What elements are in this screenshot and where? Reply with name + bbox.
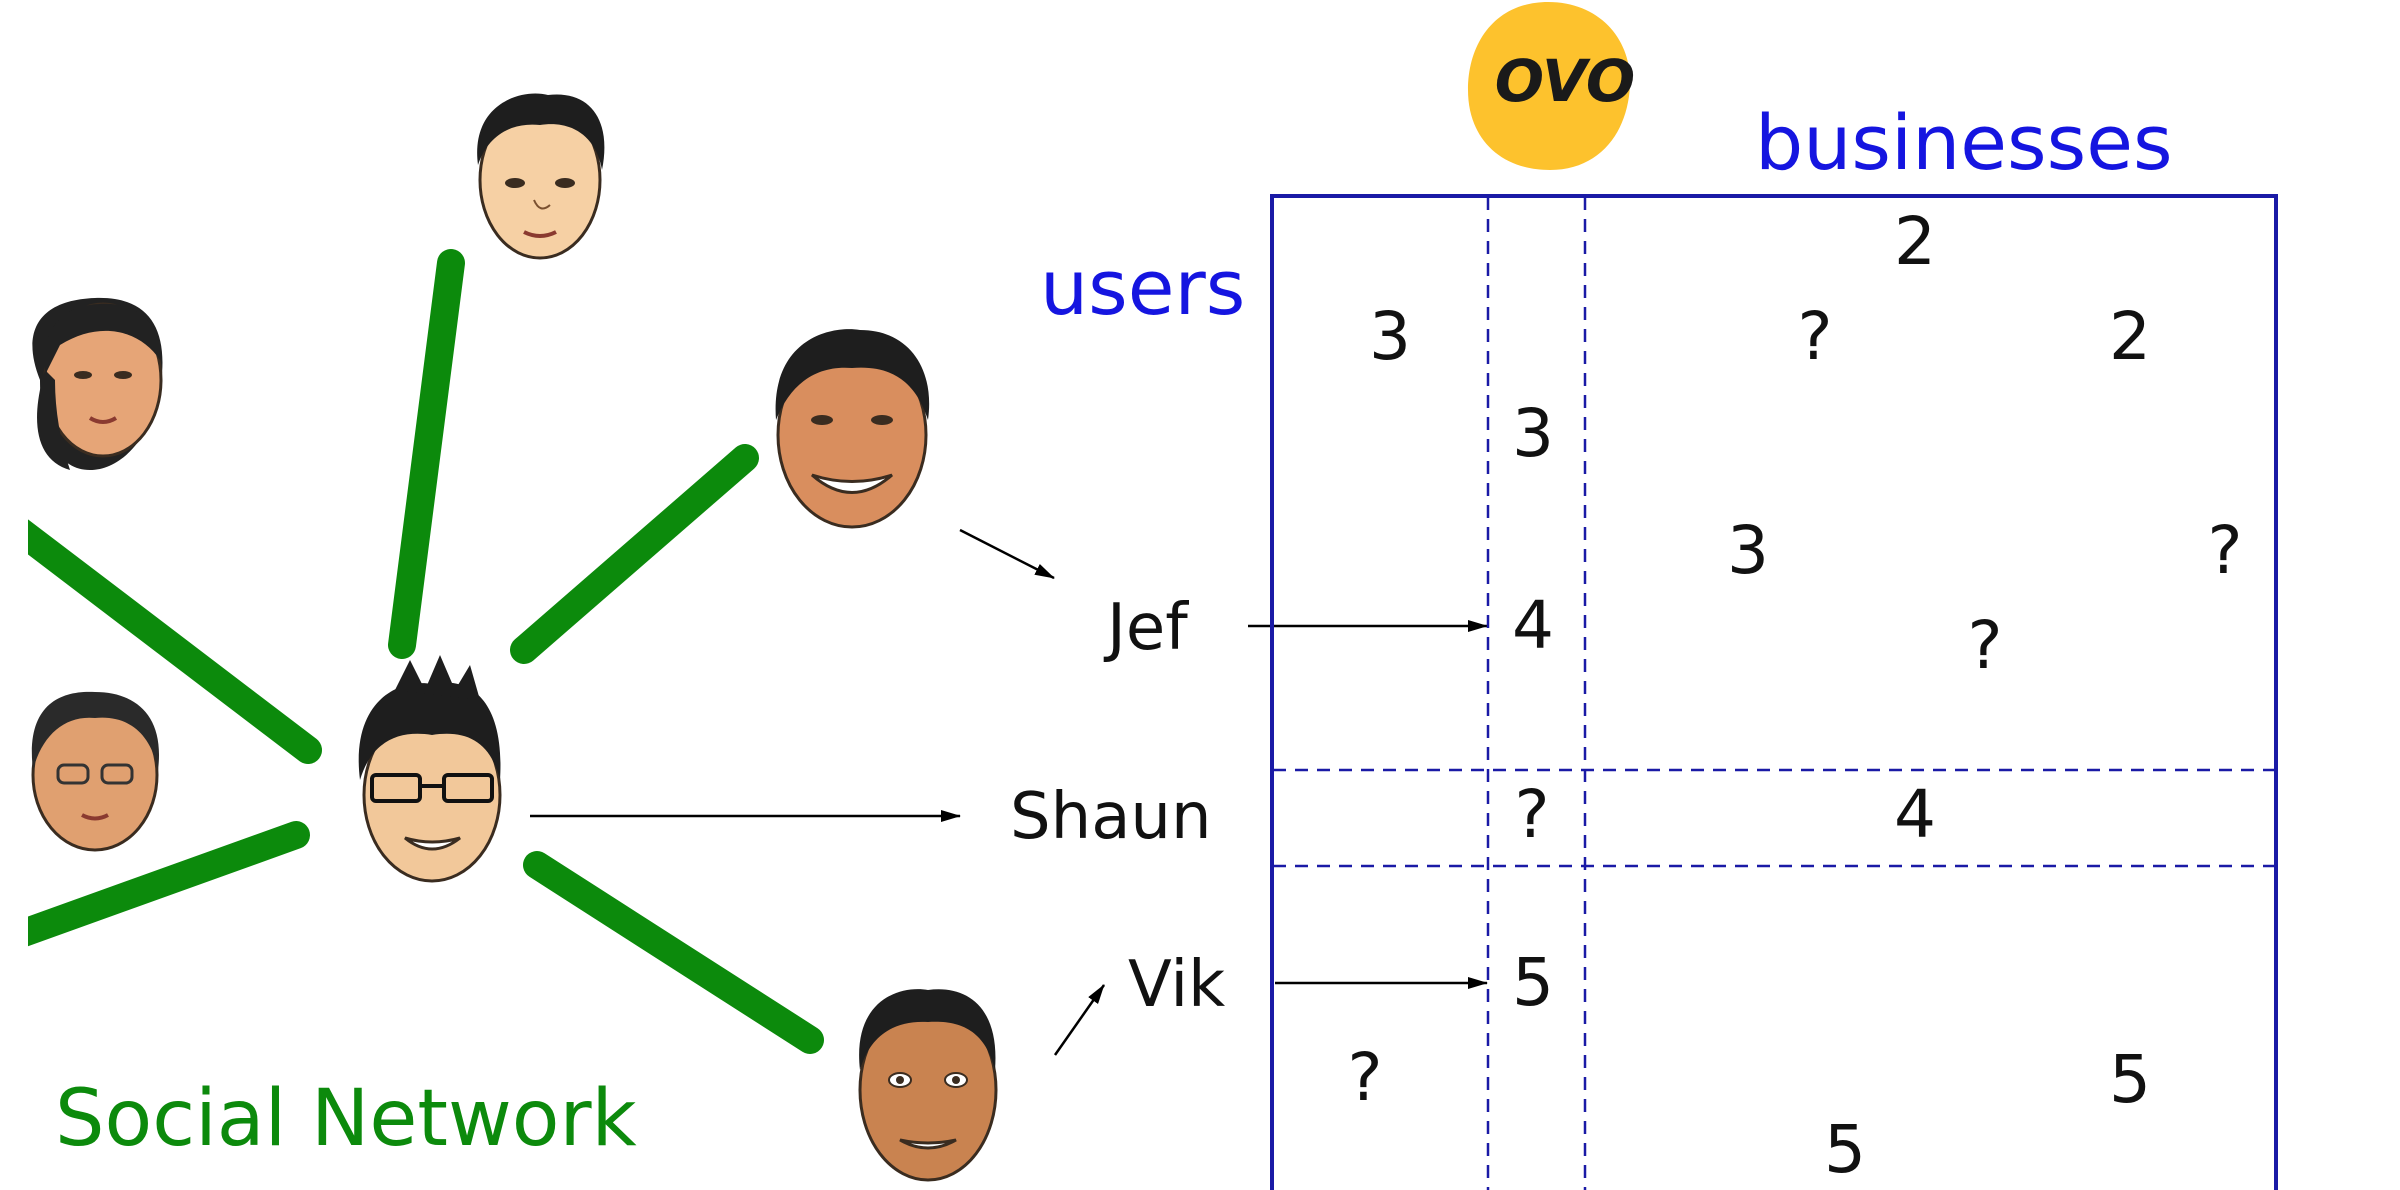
matrix-cell: 4 <box>1512 587 1554 664</box>
arrow-bottom-face-to-vik <box>1053 984 1106 1056</box>
users-label: users <box>1040 243 1246 332</box>
network-edges <box>28 249 824 1054</box>
arrows <box>530 528 1488 1056</box>
matrix-cell: ? <box>2207 512 2243 589</box>
matrix-cell: 3 <box>1369 298 1411 375</box>
matrix-cell: 5 <box>1512 944 1554 1021</box>
logo-blob <box>1468 2 1631 170</box>
face-right-smiling-icon <box>775 329 930 529</box>
arrow-right-face-to-jef <box>959 528 1055 580</box>
matrix-frame <box>1270 194 2278 1190</box>
matrix-cell: ? <box>1347 1039 1383 1116</box>
matrix-cell: 2 <box>2109 298 2151 375</box>
ovo-logo: OVO <box>1494 47 1636 115</box>
matrix-cell: ? <box>1967 607 2003 684</box>
user-name-vik: Vik <box>1128 948 1226 1022</box>
matrix-cell: 5 <box>2109 1041 2151 1118</box>
matrix-cell: ? <box>1514 776 1550 853</box>
matrix-cell: 5 <box>1824 1111 1866 1188</box>
matrix-cell: ? <box>1797 298 1833 375</box>
edge-center-to-lower-left <box>28 821 310 947</box>
edge-center-to-bottom-right <box>523 851 824 1054</box>
social-network-label: Social Network <box>55 1074 637 1164</box>
face-left-woman-glasses-icon <box>31 691 160 852</box>
edge-center-to-top <box>388 249 465 659</box>
user-name-shaun: Shaun <box>1010 780 1212 854</box>
matrix-cell: 2 <box>1894 203 1936 280</box>
matrix-cell: 3 <box>1512 395 1554 472</box>
face-top-icon <box>477 93 605 260</box>
matrix-cell: 4 <box>1894 776 1936 853</box>
face-bottom-right-icon <box>858 989 998 1182</box>
face-upper-left-woman-icon <box>32 297 163 470</box>
edge-center-to-right <box>510 444 759 664</box>
businesses-label: businesses <box>1755 98 2173 187</box>
matrix-dashed-lines <box>1273 197 2275 1190</box>
matrix-cell: 3 <box>1727 512 1769 589</box>
face-center-glasses-icon <box>358 655 502 883</box>
user-name-jef: Jef <box>1107 591 1188 665</box>
edge-center-to-upper-left <box>28 519 322 764</box>
